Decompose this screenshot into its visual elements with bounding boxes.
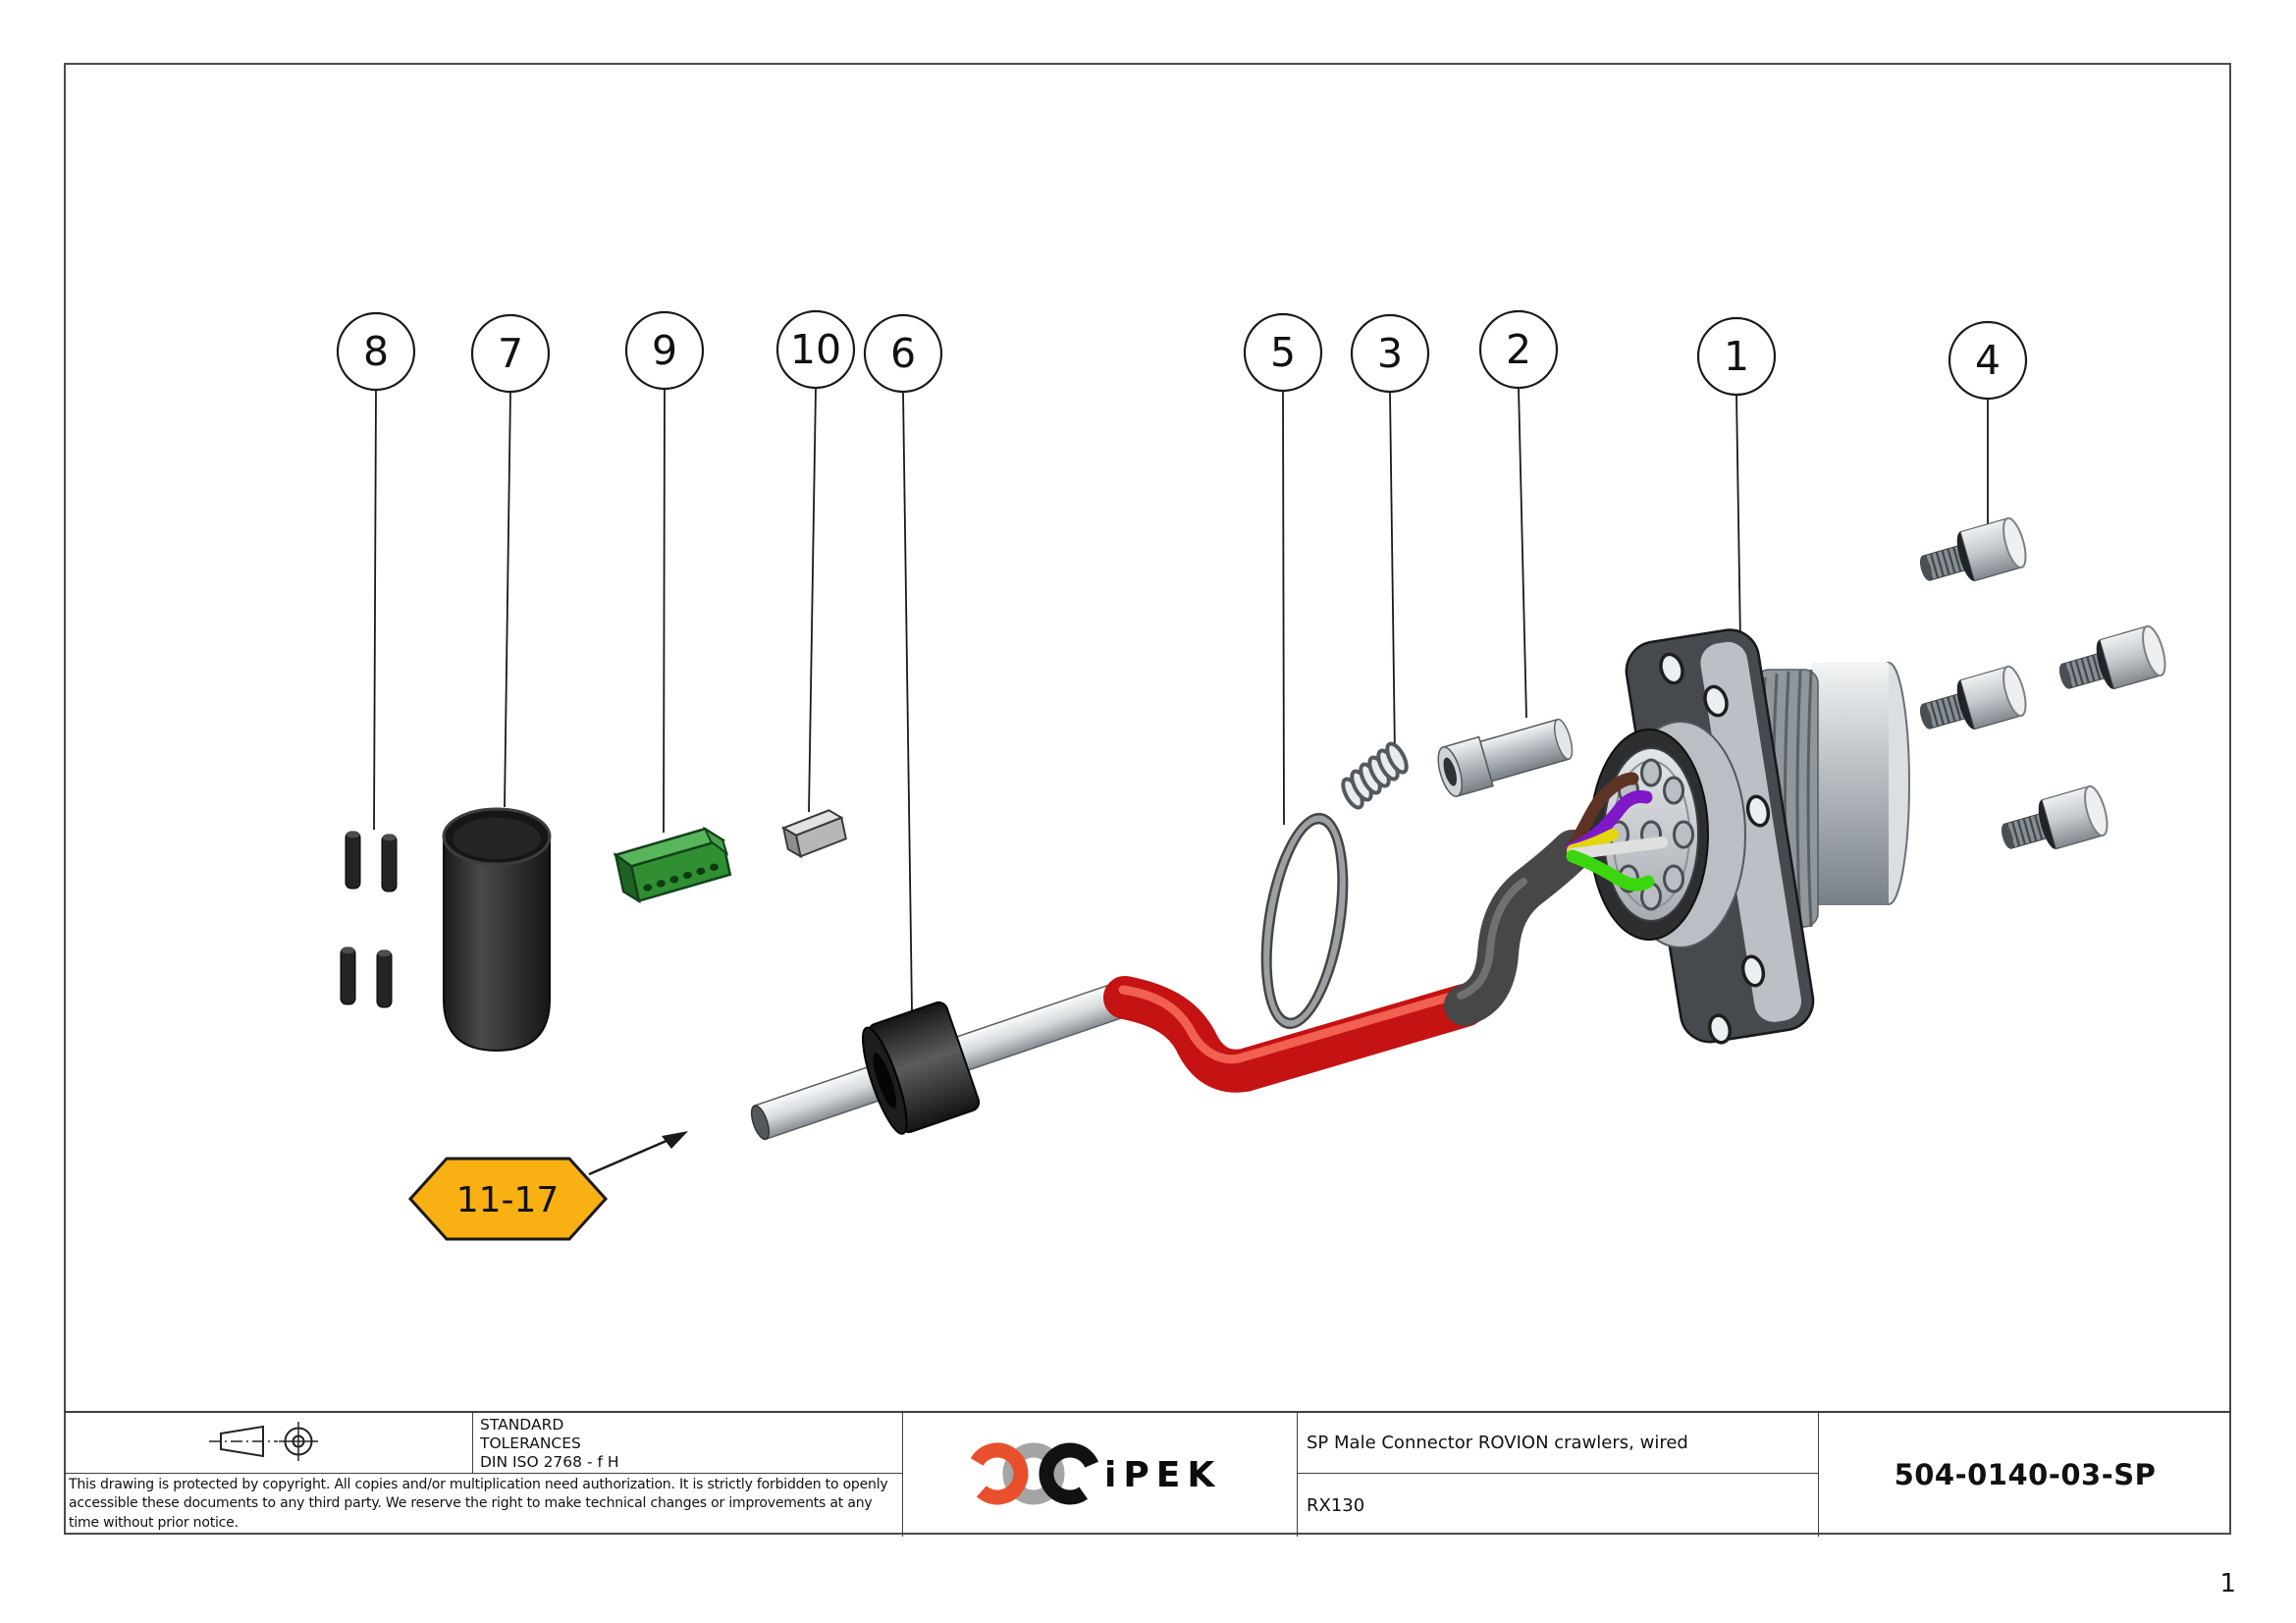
drawing-title: SP Male Connector ROVION crawlers, wired [1298,1413,1818,1474]
svg-text:6: 6 [890,330,916,377]
connector-back-shell [1812,663,1889,905]
title-block: STANDARD TOLERANCES DIN ISO 2768 - f H T… [64,1411,2231,1537]
wire-brown [1566,772,1639,853]
product-name: RX130 [1307,1494,1365,1516]
hex-label: 11-17 [456,1180,560,1220]
balloon-1: 1 [1696,316,1777,397]
ipek-logo: iPEK [966,1442,1221,1505]
part-terminal-block [613,826,732,904]
logo-ring-orange-icon [966,1442,1029,1505]
part-number: 504-0140-03-SP [1894,1458,2157,1491]
hex-callout: 11-17 [407,1131,688,1241]
svg-text:2: 2 [1506,326,1531,373]
copyright-text: This drawing is protected by copyright. … [69,1477,888,1531]
logo-text: iPEK [1104,1455,1221,1495]
red-conduit [1103,976,1486,1093]
part-sleeve-tube [442,807,552,1053]
svg-text:4: 4 [1975,337,2001,384]
part-contact-pins [340,831,398,1008]
leader-1 [1735,394,1741,644]
screw [1919,665,2027,730]
part-screws [1919,516,2166,850]
flange-bolt-holes [1659,652,1771,1045]
balloon-9: 9 [624,310,705,391]
logo-cell: iPEK [903,1413,1298,1537]
screw [2058,624,2166,690]
balloon-4: 4 [1948,320,2028,401]
hex-badge [407,1157,609,1241]
screw [2001,784,2109,850]
terminal-holes [643,863,719,892]
hex-arrowhead-icon [662,1131,688,1149]
part-bushing [1437,718,1574,797]
tolerance-line-2: TOLERANCES [480,1434,581,1452]
leader-2 [1518,387,1527,719]
balloon-7: 7 [470,313,551,394]
part-crimp-cover [780,809,847,859]
part-o-ring [1260,812,1349,1030]
drawing-border [64,63,2231,1535]
leader-9 [663,388,666,834]
svg-text:8: 8 [363,328,389,375]
leader-6 [902,391,913,1012]
tolerances-cell: STANDARD TOLERANCES DIN ISO 2768 - f H [473,1413,903,1474]
title-cell: SP Male Connector ROVION crawlers, wired… [1298,1413,1819,1537]
svg-text:7: 7 [498,330,523,377]
screw [1919,516,2027,582]
copyright-cell: This drawing is protected by copyright. … [64,1474,903,1537]
balloon-3: 3 [1350,313,1430,394]
svg-text:3: 3 [1377,330,1403,377]
balloons: 8 7 9 10 6 5 3 2 [336,309,2028,401]
hex-arrow-line [588,1135,676,1176]
leader-3 [1389,391,1396,757]
part-connector-body [1589,628,1910,1045]
balloon-leader-lines [373,387,1989,1012]
page-number: 1 [2219,1569,2236,1598]
balloon-10: 10 [775,309,856,390]
cable-assembly [1444,772,1668,1026]
tolerance-line-1: STANDARD [480,1416,564,1434]
balloon-6: 6 [863,313,943,394]
balloon-2: 2 [1478,309,1559,390]
svg-text:5: 5 [1270,329,1296,376]
svg-text:9: 9 [652,327,677,374]
leader-5 [1282,390,1285,826]
balloon-8: 8 [336,311,416,392]
wire-green [1566,849,1655,892]
svg-text:10: 10 [790,326,841,373]
projection-symbol-icon [209,1422,318,1461]
logo-ring-gray-icon [1002,1442,1065,1505]
shaft-grommet [862,1001,981,1135]
projection-symbol-cell [64,1413,473,1474]
balloon-5: 5 [1243,312,1323,393]
leader-10 [808,387,817,813]
leader-7 [504,391,511,808]
part-number-cell: 504-0140-03-SP [1819,1413,2231,1537]
cable-jacket [1444,830,1593,1026]
leader-8 [373,389,377,831]
part-shaft-assembly [750,980,1133,1141]
svg-text:1: 1 [1724,333,1749,380]
tolerance-line-3: DIN ISO 2768 - f H [480,1452,619,1471]
part-spring [1341,741,1409,810]
